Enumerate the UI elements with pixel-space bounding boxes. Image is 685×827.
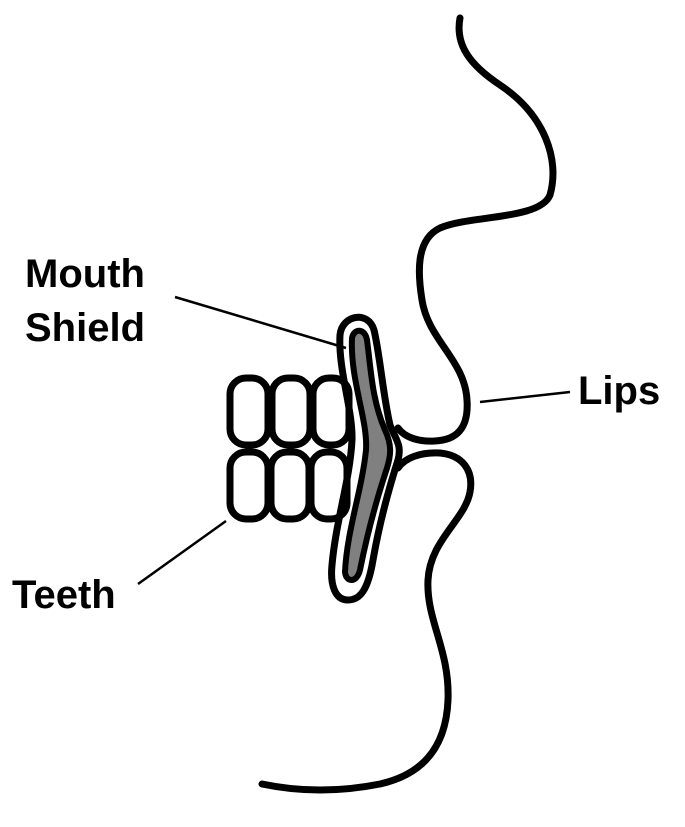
lower-tooth xyxy=(267,448,313,523)
upper-tooth xyxy=(268,374,314,449)
face-profile-upper xyxy=(394,14,557,445)
mouth-shield-leader-line xyxy=(174,295,347,350)
face-profile-lower xyxy=(258,449,475,794)
lower-tooth xyxy=(307,448,351,523)
teeth-leader-line xyxy=(137,519,227,586)
mouth-shield-insert xyxy=(342,327,394,583)
lower-tooth xyxy=(226,448,272,523)
upper-tooth xyxy=(309,374,353,449)
lips-leader-line xyxy=(479,390,571,404)
mouth-shield-label-line1: Mouth xyxy=(25,252,145,296)
mouth-shield-label-line2: Shield xyxy=(25,306,145,350)
upper-teeth xyxy=(226,374,353,449)
upper-tooth xyxy=(226,374,272,449)
lower-teeth xyxy=(226,448,351,523)
teeth-label: Teeth xyxy=(12,573,116,617)
lips-label: Lips xyxy=(578,369,660,413)
